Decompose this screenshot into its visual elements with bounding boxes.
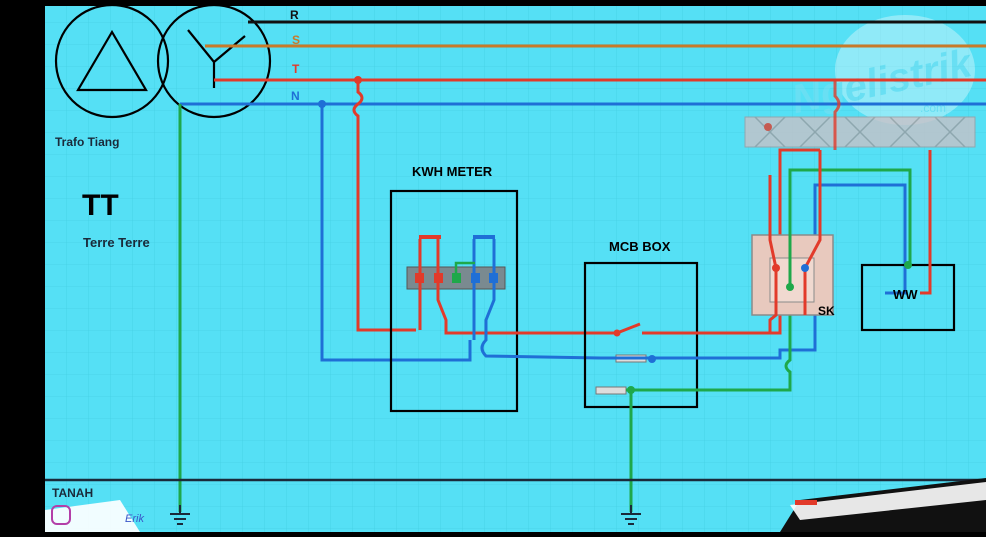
overhead-connector bbox=[744, 116, 976, 148]
label-r: R bbox=[290, 8, 299, 22]
heater-phase bbox=[920, 150, 932, 295]
mcb-earth-icon bbox=[621, 505, 641, 525]
left-frame bbox=[0, 0, 45, 532]
label-n: N bbox=[291, 89, 300, 103]
delta-icon bbox=[76, 29, 148, 92]
mcb-box bbox=[583, 261, 699, 409]
pole-transformer bbox=[54, 3, 272, 119]
system-description: Terre Terre bbox=[83, 235, 150, 250]
neutral-tap-dot bbox=[318, 100, 326, 108]
kwh-neutral-out bbox=[472, 283, 601, 360]
trafo-label: Trafo Tiang bbox=[55, 135, 119, 149]
transformer-earth-icon bbox=[170, 505, 190, 525]
earth-bar bbox=[595, 386, 627, 395]
neutral-feed-wire bbox=[320, 104, 472, 362]
top-frame bbox=[45, 0, 986, 6]
mcb-label: MCB BOX bbox=[609, 239, 671, 254]
socket-label: SK bbox=[818, 304, 835, 318]
heater-symbol: WW bbox=[893, 287, 918, 302]
label-s: S bbox=[292, 33, 300, 47]
transformer-secondary-circle bbox=[156, 3, 272, 119]
instagram-icon bbox=[51, 505, 71, 525]
ground-zone-label: TANAH bbox=[52, 486, 93, 500]
neutral-to-load bbox=[600, 183, 907, 360]
footer-fragment: Erik bbox=[125, 513, 144, 525]
phase-tap-dot bbox=[354, 76, 362, 84]
transformer-primary-circle bbox=[54, 3, 170, 119]
wye-icon bbox=[187, 29, 246, 88]
kwh-label: KWH METER bbox=[412, 164, 493, 179]
kwh-terminals bbox=[415, 273, 498, 283]
phase-feed-wire bbox=[352, 80, 416, 332]
system-title: TT bbox=[82, 189, 119, 222]
kwh-meter-box bbox=[389, 189, 519, 413]
socket-phase bbox=[768, 175, 778, 333]
label-t: T bbox=[292, 62, 300, 76]
kwh-phase-out bbox=[418, 283, 600, 335]
